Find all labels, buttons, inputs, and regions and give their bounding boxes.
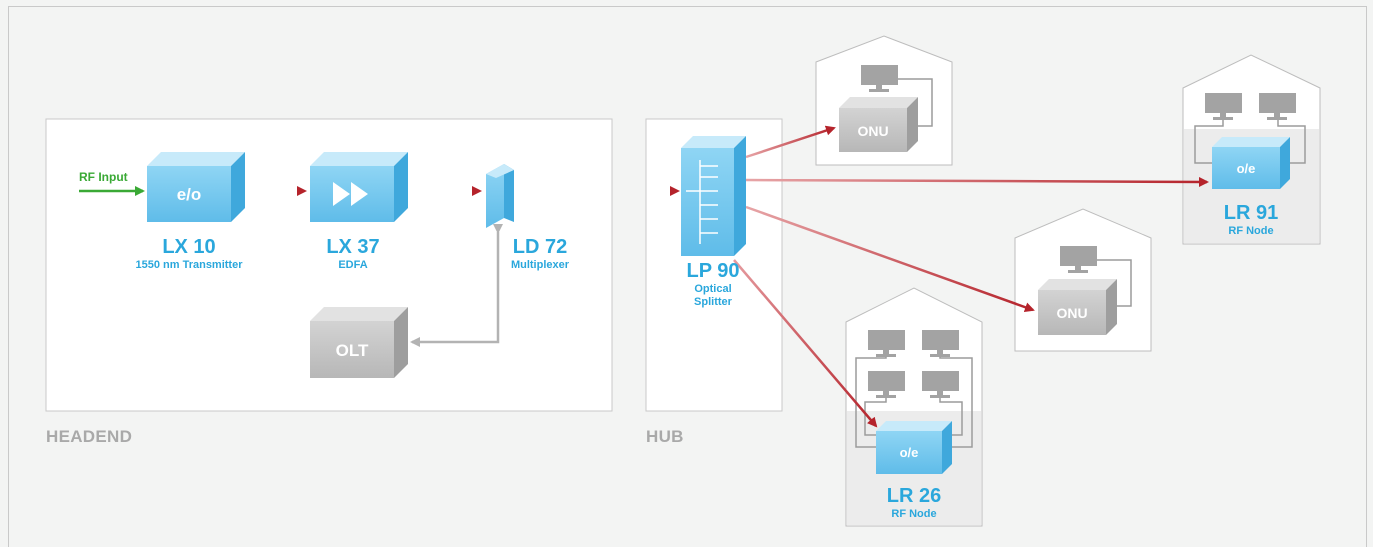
lx37-device — [310, 152, 408, 222]
lr91-model-label: LR 91 — [1224, 202, 1278, 224]
lr26-face-label: o/e — [900, 445, 919, 460]
fiber-lp90-onu-top — [745, 125, 836, 159]
lx10-device: e/o — [147, 152, 245, 222]
lx10-model-label: LX 10 — [162, 236, 215, 258]
house-lr91: o/e LR 91 RF Node — [1182, 54, 1321, 245]
lp90-model-label: LP 90 — [687, 260, 740, 282]
onu-label-top: ONU — [857, 123, 888, 139]
lr91-device: o/e — [1212, 137, 1290, 189]
lr91-face-label: o/e — [1237, 161, 1256, 176]
hub-label: HUB — [646, 427, 684, 446]
monitor-icon — [1259, 93, 1296, 120]
fiber-lp90-onu-mid — [745, 205, 1035, 313]
lp90-desc-line1: Optical — [694, 283, 731, 295]
rf-input-label: RF Input — [79, 170, 128, 184]
monitor-icon — [1205, 93, 1242, 120]
monitor-icon — [868, 330, 905, 357]
lx10-face-label: e/o — [177, 185, 202, 204]
house-onu-top: ONU — [815, 35, 953, 166]
lp90-desc-line2: Splitter — [694, 296, 733, 308]
monitor-icon — [861, 65, 898, 92]
amplifier-icon — [333, 182, 368, 206]
splitter-icon — [686, 160, 718, 244]
lr26-model-label: LR 26 — [887, 485, 941, 507]
headend-label: HEADEND — [46, 427, 132, 446]
lr91-desc-label: RF Node — [1228, 225, 1273, 237]
lp90-device — [681, 136, 746, 256]
fiber-lp90-lr26 — [733, 259, 878, 428]
olt-face-label: OLT — [336, 341, 369, 360]
monitor-icon — [922, 330, 959, 357]
fiber-lp90-lr91 — [745, 176, 1209, 187]
monitor-icon — [868, 371, 905, 398]
house-onu-mid: ONU — [1014, 208, 1152, 352]
house-lr26: o/e LR 26 RF Node — [845, 287, 983, 527]
olt-ld72-link — [410, 224, 503, 347]
onu-label-mid: ONU — [1056, 305, 1087, 321]
lx10-desc-label: 1550 nm Transmitter — [136, 259, 244, 271]
onu-device-top: ONU — [839, 97, 918, 152]
ld72-model-label: LD 72 — [513, 236, 567, 258]
lr26-device: o/e — [876, 421, 952, 474]
olt-device: OLT — [310, 307, 408, 378]
lx37-desc-label: EDFA — [338, 259, 367, 271]
ld72-device — [486, 164, 514, 228]
lx37-model-label: LX 37 — [326, 236, 379, 258]
monitor-icon — [922, 371, 959, 398]
ld72-desc-label: Multiplexer — [511, 259, 570, 271]
monitor-icon — [1060, 246, 1097, 273]
lr26-desc-label: RF Node — [891, 508, 936, 520]
onu-device-mid: ONU — [1038, 279, 1117, 335]
